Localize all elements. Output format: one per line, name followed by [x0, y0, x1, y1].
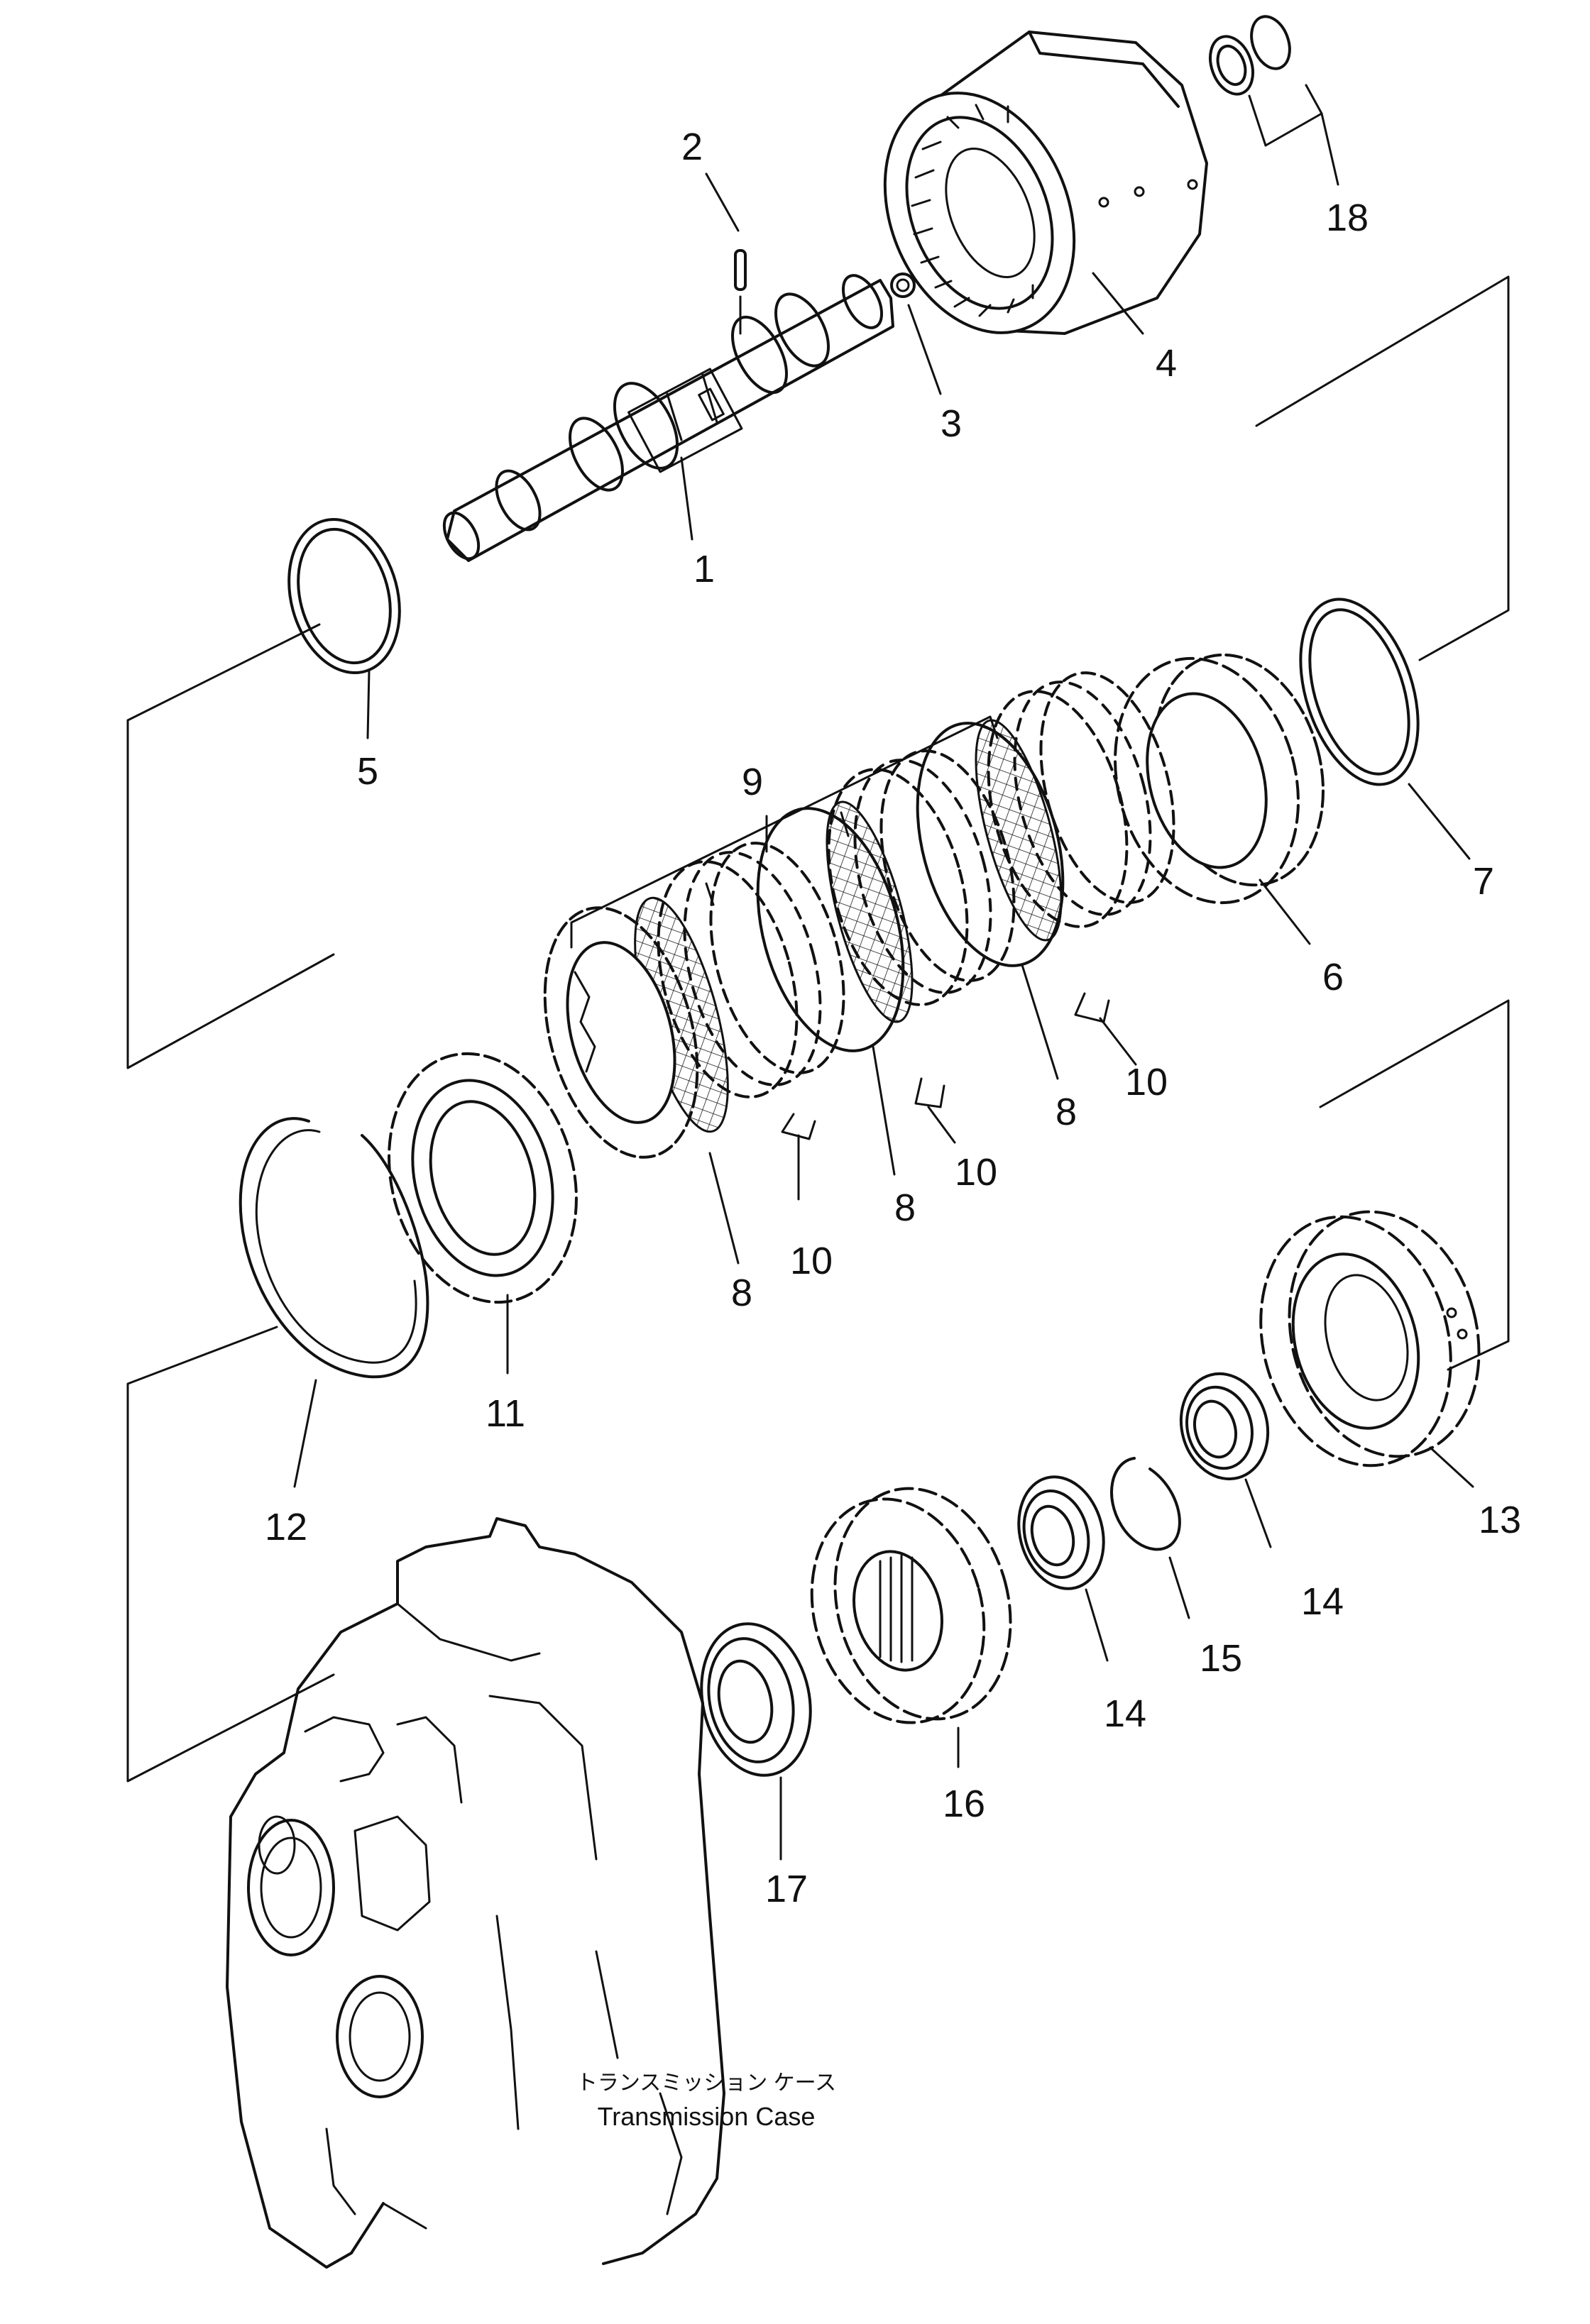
part-18-rings [1209, 15, 1339, 186]
clutch-disc-8c [916, 719, 1065, 967]
clutch-pack [543, 671, 1175, 1265]
callout-17: 17 [765, 1868, 808, 1910]
callout-6: 6 [1322, 956, 1344, 998]
case-caption: トランスミッション ケース Transmission Case [576, 2071, 836, 2131]
callout-13: 13 [1479, 1499, 1521, 1541]
part-14-bearing-lower [1017, 1475, 1109, 1662]
clutch-plates-10c [987, 671, 1175, 928]
part-16-gear [810, 1487, 1012, 1768]
clutch-disc-8a [543, 896, 729, 1159]
clutch-disc-8b [756, 800, 914, 1052]
callout-5: 5 [357, 750, 378, 793]
case-caption-english: Transmission Case [598, 2102, 816, 2131]
callout-labels: 1 2 3 4 5 6 7 8 8 8 9 10 10 10 11 12 13 … [265, 126, 1521, 1910]
part-6-gear-plate [1114, 653, 1325, 945]
part-4-clutch-drum [883, 31, 1208, 335]
callout-8-right: 8 [1056, 1091, 1077, 1133]
drum-inner-splines [911, 104, 1034, 317]
part-12-snap-ring [238, 1117, 429, 1488]
transmission-case [226, 1517, 725, 2269]
callout-4: 4 [1156, 342, 1177, 385]
part-11-gear-plate [388, 1052, 578, 1375]
part-1-shaft [442, 274, 894, 562]
part-5-ring [287, 517, 401, 739]
callout-16: 16 [943, 1783, 985, 1825]
callout-18: 18 [1326, 197, 1369, 239]
callout-12: 12 [265, 1506, 307, 1548]
callout-11: 11 [486, 1392, 525, 1435]
clutch-plates-10a [657, 842, 845, 1098]
part-3-ball [890, 272, 942, 395]
part-13-large-gear [1259, 1210, 1481, 1488]
part-17-bearing [700, 1622, 812, 1861]
callout-10-middle: 10 [955, 1151, 997, 1194]
callout-14-upper: 14 [1301, 1580, 1344, 1623]
callout-15: 15 [1200, 1637, 1242, 1680]
part-7-ring [1299, 597, 1471, 860]
assembly-guide-lines [126, 275, 1510, 1783]
part-2-pin [705, 172, 747, 335]
part-15-snap-ring [1110, 1457, 1190, 1619]
callout-14-lower: 14 [1104, 1692, 1146, 1735]
part-9-bracket [570, 715, 999, 949]
part-14-bearing-upper [1179, 1372, 1272, 1548]
callout-3: 3 [941, 402, 962, 445]
callout-1: 1 [693, 548, 715, 590]
callout-10-left: 10 [790, 1240, 833, 1282]
callout-8-left: 8 [731, 1272, 752, 1314]
callout-10-right: 10 [1125, 1061, 1168, 1103]
callout-9: 9 [742, 761, 763, 803]
callout-8-middle: 8 [894, 1186, 916, 1229]
callout-7: 7 [1473, 860, 1494, 903]
callout-2: 2 [681, 126, 703, 168]
case-caption-japanese: トランスミッション ケース [576, 2071, 836, 2095]
